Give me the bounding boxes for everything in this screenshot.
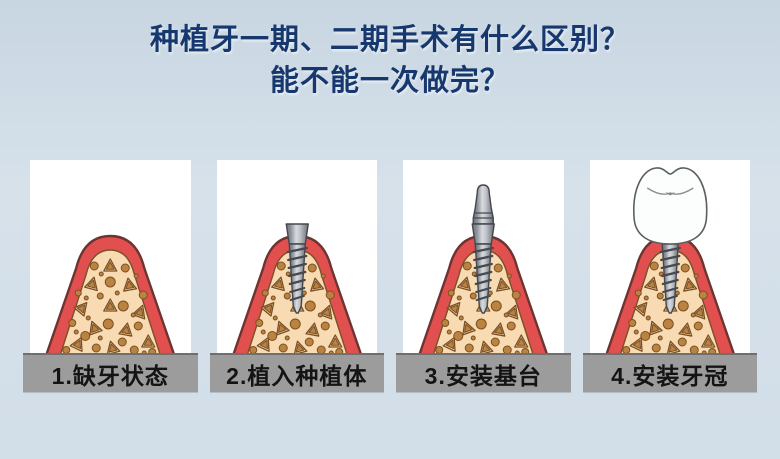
page-title: 种植牙一期、二期手术有什么区别？ 能不能一次做完？ (0, 20, 780, 102)
gum-bone-icon (46, 236, 174, 355)
step-label-bar: 1.缺牙状态 (23, 353, 198, 392)
step-label: 3.安装基台 (424, 362, 542, 389)
steps-row: 1.缺牙状态 2.植入种植体 3.安装基台 (23, 160, 757, 392)
step-1-canvas (30, 160, 191, 355)
step-label: 4.安装牙冠 (611, 362, 729, 389)
abutment-illustration (403, 184, 564, 355)
tooth-crown-icon (632, 167, 708, 245)
step-card-2: 2.植入种植体 (209, 160, 384, 392)
title-line-1: 种植牙一期、二期手术有什么区别？ (149, 24, 630, 56)
step-card-4: 4.安装牙冠 (582, 160, 757, 392)
step-label-bar: 4.安装牙冠 (582, 353, 757, 392)
step-label: 1.缺牙状态 (51, 362, 169, 389)
step-label-bar: 3.安装基台 (396, 353, 571, 392)
step-3-canvas (403, 160, 564, 355)
step-label: 2.植入种植体 (226, 362, 368, 389)
implant-placement-illustration (217, 222, 378, 355)
step-label-bar: 2.植入种植体 (209, 353, 384, 392)
step-card-1: 1.缺牙状态 (23, 160, 198, 392)
step-2-canvas (217, 160, 378, 355)
title-line-2: 能不能一次做完？ (269, 65, 510, 97)
step-4-canvas (590, 160, 751, 355)
abutment-icon (472, 184, 494, 225)
edentulous-ridge-illustration (30, 160, 191, 355)
step-card-3: 3.安装基台 (396, 160, 571, 392)
crown-illustration (590, 167, 751, 355)
